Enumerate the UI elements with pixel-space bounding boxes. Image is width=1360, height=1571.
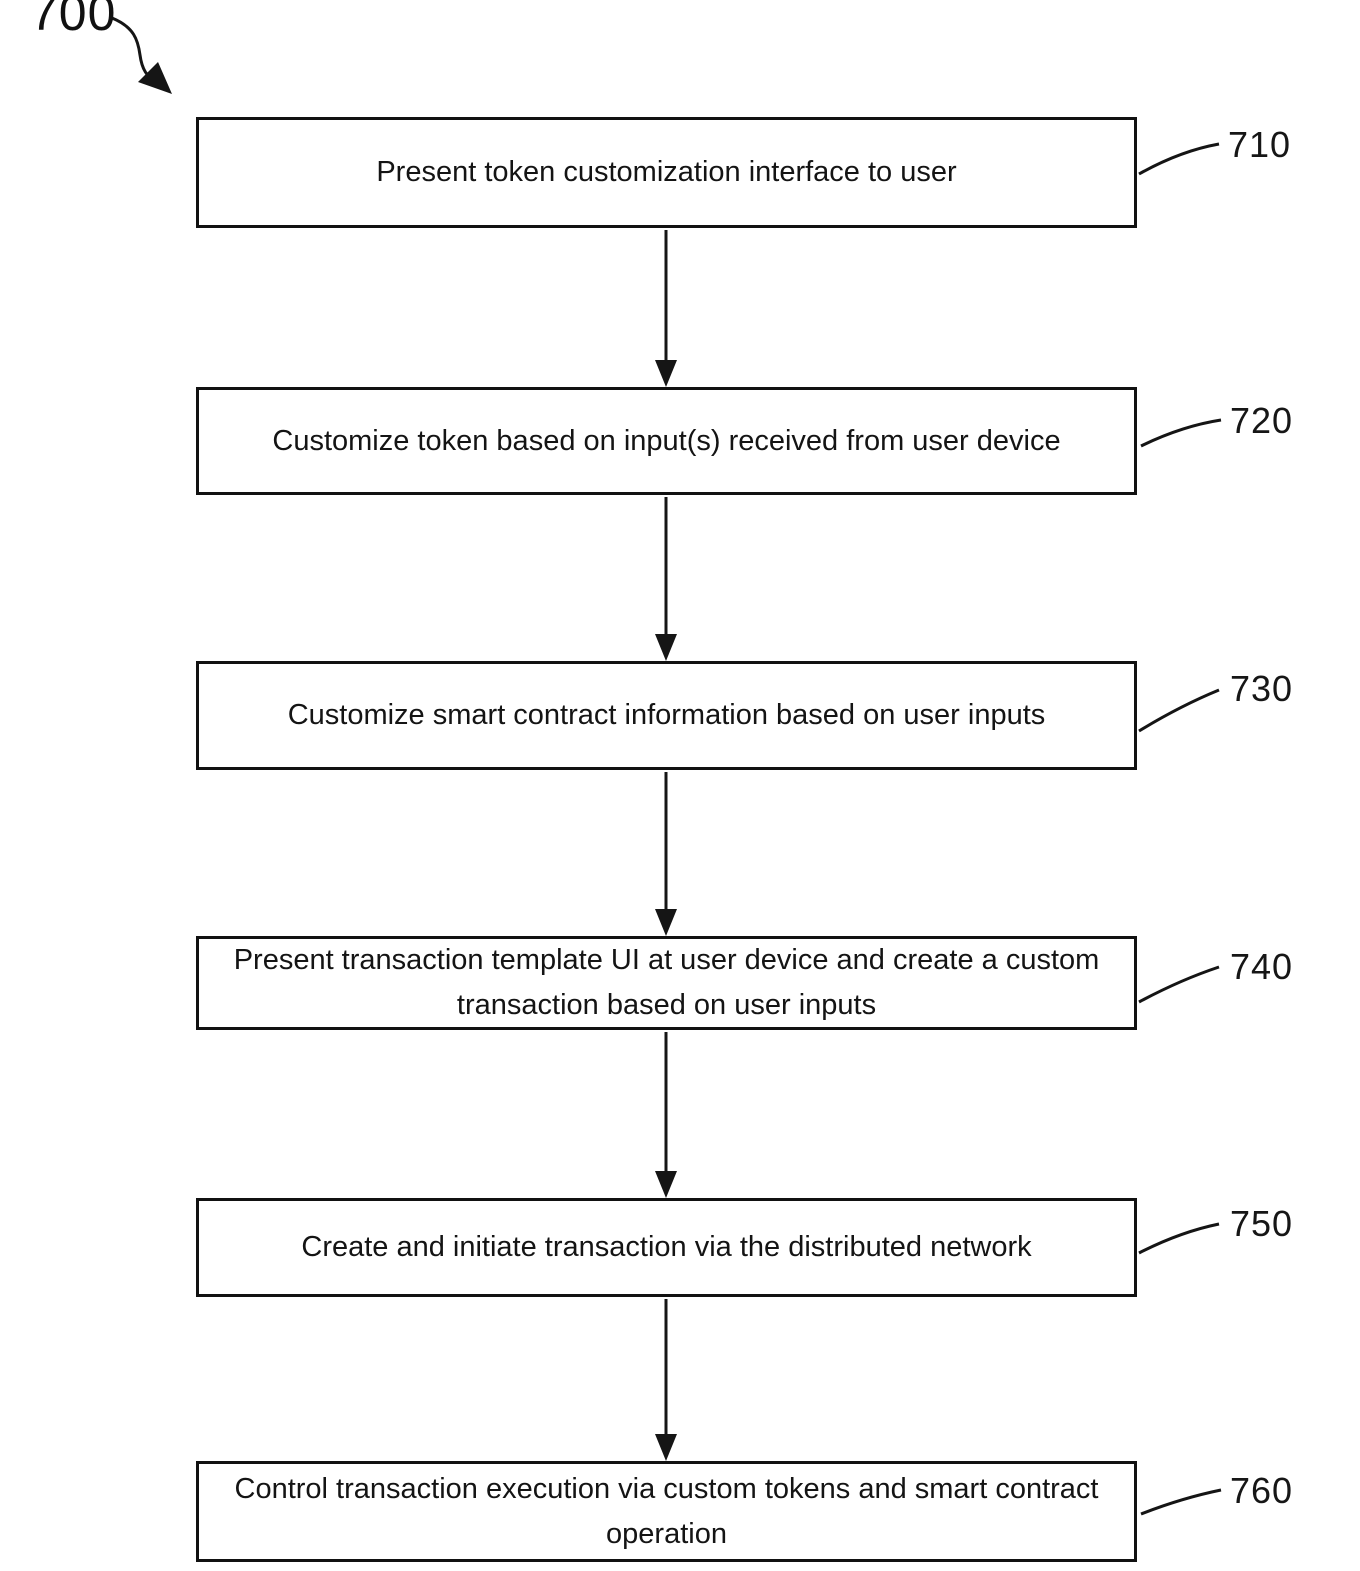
flow-arrow-5: [655, 1299, 677, 1461]
callout-line-720: [1140, 418, 1222, 448]
figure-reference-label: 700: [30, 0, 117, 41]
callout-line-760: [1140, 1488, 1222, 1516]
flow-step-730: Customize smart contract information bas…: [196, 661, 1137, 770]
callout-line-730: [1138, 688, 1220, 733]
flow-arrow-1: [655, 230, 677, 387]
flow-step-760: Control transaction execution via custom…: [196, 1461, 1137, 1562]
callout-line-750: [1138, 1222, 1220, 1255]
flow-step-760-label: Control transaction execution via custom…: [234, 1472, 1099, 1550]
flow-arrow-2: [655, 497, 677, 661]
flow-step-720-label: Customize token based on input(s) receiv…: [272, 424, 1061, 457]
flow-step-710: Present token customization interface to…: [196, 117, 1137, 228]
flow-step-730-label: Customize smart contract information bas…: [287, 699, 1046, 731]
flow-step-740: Present transaction template UI at user …: [196, 936, 1137, 1030]
ref-number-730: 730: [1230, 668, 1294, 709]
ref-number-710: 710: [1228, 124, 1292, 165]
flow-step-740-label: Present transaction template UI at user …: [233, 944, 1100, 1021]
ref-number-760: 760: [1230, 1470, 1294, 1511]
callout-line-710: [1138, 142, 1220, 176]
flow-step-750: Create and initiate transaction via the …: [196, 1198, 1137, 1297]
flow-arrow-3: [655, 772, 677, 936]
flow-step-750-label: Create and initiate transaction via the …: [301, 1231, 1032, 1263]
flow-step-710-label: Present token customization interface to…: [376, 156, 957, 188]
flow-step-720: Customize token based on input(s) receiv…: [196, 387, 1137, 495]
ref-number-750: 750: [1230, 1203, 1294, 1244]
ref-number-720: 720: [1230, 400, 1294, 441]
figure-reference-arrow: [111, 16, 172, 94]
flow-arrow-4: [655, 1032, 677, 1198]
callout-line-740: [1138, 965, 1220, 1004]
ref-number-740: 740: [1230, 946, 1294, 987]
